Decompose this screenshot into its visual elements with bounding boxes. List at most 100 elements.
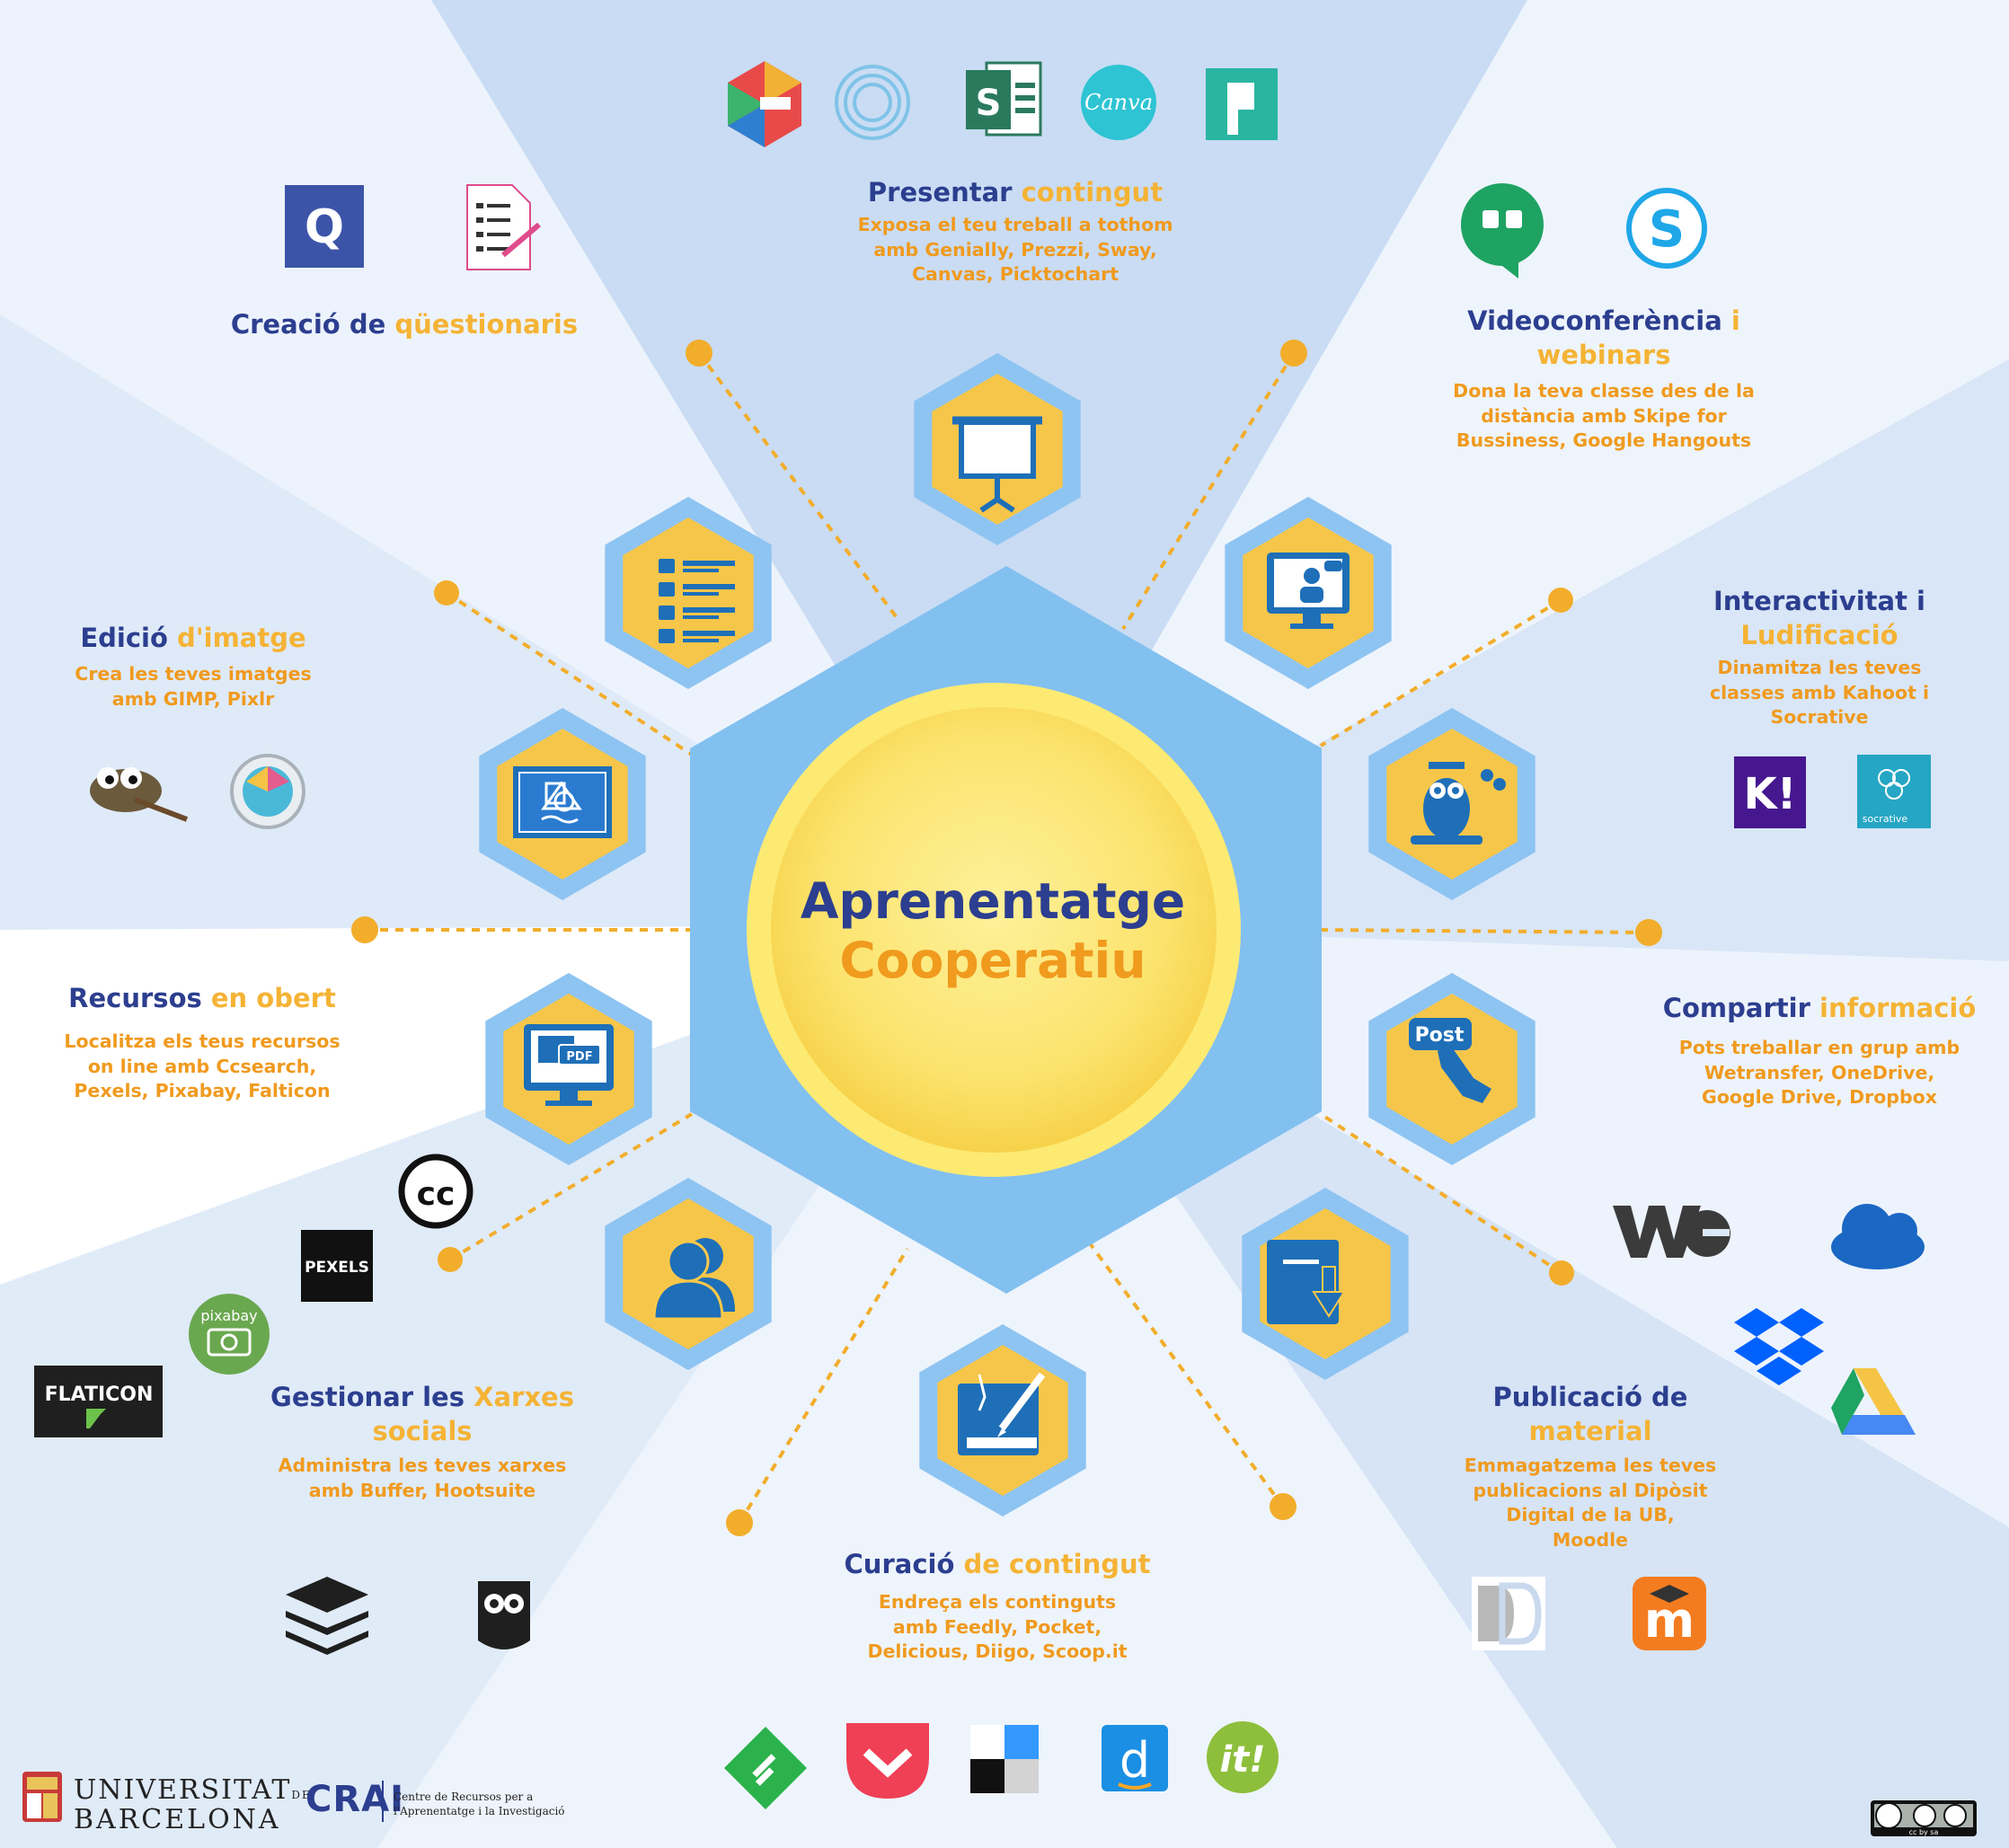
section-title-accent: material: [1528, 1416, 1652, 1446]
delicious-logo-icon: [970, 1725, 1039, 1793]
kahoot-logo-icon: K!: [1734, 756, 1806, 828]
section-curacio: Curació de contingut Endreça els conting…: [809, 1547, 1186, 1665]
crai-desc-line: Centre de Recursos per a: [394, 1791, 534, 1803]
pdf-monitor-icon: PDF: [524, 1024, 614, 1106]
section-title-accent: informació: [1819, 993, 1977, 1023]
quizlet-logo-icon: Q: [285, 185, 364, 268]
section-desc-line: Canvas, Picktochart: [911, 263, 1119, 285]
section-desc-line: Crea les teves imatges: [75, 663, 312, 685]
pocket-logo-icon: [846, 1723, 929, 1799]
flaticon-logo-icon: FLATICON: [34, 1366, 163, 1437]
section-desc-line: amb GIMP, Pixlr: [111, 687, 275, 710]
presentation-board-icon: [952, 416, 1042, 513]
section-desc-line: Wetransfer, OneDrive,: [1704, 1061, 1935, 1083]
ub-crest-icon: [22, 1772, 62, 1822]
section-videoconferencia: Videoconferència i webinars Dona la teva…: [1411, 304, 1797, 454]
pexels-logo-icon: PEXELS: [301, 1230, 373, 1302]
cc-license-badge-icon: cc by sa: [1871, 1800, 1977, 1836]
section-desc-line: Bussiness, Google Hangouts: [1456, 429, 1752, 451]
section-title-accent: socials: [372, 1416, 473, 1446]
section-desc-line: Digital de la UB,: [1506, 1504, 1675, 1525]
crai-logo: CRAI: [305, 1779, 404, 1820]
diigo-logo-icon: d: [1102, 1725, 1168, 1791]
section-desc-line: amb Genially, Prezzi, Sway,: [873, 238, 1157, 261]
users-group-icon: [652, 1238, 735, 1321]
crai-divider: [382, 1781, 384, 1822]
section-compartir: Compartir informació Pots treballar en g…: [1658, 991, 1981, 1110]
section-desc-line: amb Feedly, Pocket,: [892, 1615, 1102, 1638]
section-desc-line: Dona la teva classe des de la: [1453, 380, 1755, 402]
dropbox-logo-icon: [1734, 1308, 1824, 1385]
section-title: Interactivitat i: [1713, 586, 1925, 616]
section-imatge: Edició d'imatge Crea les teves imatges a…: [54, 621, 332, 712]
svg-text:K!: K!: [1743, 769, 1796, 819]
section-title-accent: Xarxes: [473, 1382, 574, 1412]
buffer-logo-icon: [286, 1577, 368, 1655]
hootsuite-logo-icon: [478, 1581, 530, 1649]
section-recursos: Recursos en obert Localitza els teus rec…: [49, 981, 355, 1104]
section-desc-line: Pexels, Pixabay, Falticon: [74, 1080, 331, 1101]
svg-text:PEXELS: PEXELS: [305, 1259, 369, 1277]
post-label: Post: [1415, 1024, 1465, 1047]
pdf-label: PDF: [566, 1050, 592, 1064]
pixabay-logo-icon: pixabay: [189, 1294, 270, 1375]
section-questionaris: Creació de qüestionaris: [216, 307, 593, 341]
section-desc-line: amb Buffer, Hootsuite: [308, 1479, 536, 1501]
feedly-logo-icon: [724, 1727, 807, 1809]
section-desc-line: Pots treballar en grup amb: [1678, 1037, 1960, 1058]
center-title-line1: Aprenentatge: [800, 872, 1186, 930]
svg-text:S: S: [976, 83, 1002, 124]
svg-text:it!: it!: [1219, 1739, 1265, 1781]
checklist-form-icon: [466, 184, 541, 270]
section-title: Gestionar les: [270, 1382, 465, 1412]
svg-text:Q: Q: [305, 200, 344, 254]
section-title-accent: qüestionaris: [394, 309, 579, 340]
section-desc-line: Dinamitza les teves: [1717, 657, 1922, 678]
section-desc-line: Delicious, Diigo, Scoop.it: [867, 1640, 1128, 1662]
section-desc-line: Moodle: [1552, 1528, 1629, 1551]
svg-text:cc by sa: cc by sa: [1909, 1828, 1939, 1836]
piktochart-logo-icon: [1206, 68, 1278, 140]
book-pen-icon: [958, 1372, 1046, 1455]
section-title: Edició: [80, 623, 168, 653]
section-desc-line: Administra les teves xarxes: [278, 1455, 567, 1476]
section-desc-line: Endreça els continguts: [878, 1591, 1117, 1613]
section-title: Compartir: [1662, 993, 1810, 1023]
checklist-icon: [659, 559, 735, 643]
owl-mascot-icon: [1411, 762, 1506, 844]
connector-dots: [351, 340, 1662, 1536]
section-desc-line: on line amb Ccsearch,: [87, 1055, 317, 1077]
onedrive-logo-icon: [1831, 1204, 1925, 1269]
section-desc-line: distància amb Skipe for: [1481, 404, 1727, 427]
section-desc-line: Localitza els teus recursos: [64, 1030, 341, 1052]
video-monitor-icon: [1267, 553, 1350, 629]
sway-logo-icon: S: [966, 61, 1042, 137]
section-desc-line: publicacions al Dipòsit: [1473, 1479, 1708, 1501]
footer-ub-line2: BARCELONA: [74, 1804, 281, 1835]
footer-ub-line1: UNIVERSITATDE: [74, 1774, 312, 1806]
crai-desc-line: l'Aprenentatge i la Investigació: [394, 1805, 565, 1817]
pixlr-logo-icon: [230, 754, 305, 829]
section-desc-line: Google Drive, Dropbox: [1702, 1086, 1937, 1108]
wetransfer-logo-icon: [1613, 1206, 1730, 1258]
svg-text:S: S: [1649, 200, 1685, 259]
section-presentar: Presentar contingut Exposa el teu trebal…: [791, 175, 1240, 287]
section-title: Videoconferència: [1467, 305, 1722, 336]
prezi-logo-icon: [835, 65, 910, 140]
google-hangouts-logo-icon: [1461, 183, 1544, 279]
diposit-digital-logo-icon: [1472, 1577, 1545, 1650]
svg-text:Canva: Canva: [1084, 90, 1153, 115]
svg-text:FLATICON: FLATICON: [45, 1384, 154, 1406]
connector-lines: [365, 351, 1650, 1525]
section-title: Presentar: [867, 177, 1013, 208]
section-title: Recursos: [68, 983, 202, 1013]
skype-logo-icon: S: [1626, 188, 1707, 269]
genially-logo-icon: [728, 61, 801, 147]
post-button-icon: Post: [1409, 1018, 1491, 1103]
center-circle-inner: [771, 707, 1217, 1153]
svg-text:pixabay: pixabay: [200, 1307, 257, 1324]
section-desc-line: classes amb Kahoot i: [1709, 681, 1930, 703]
